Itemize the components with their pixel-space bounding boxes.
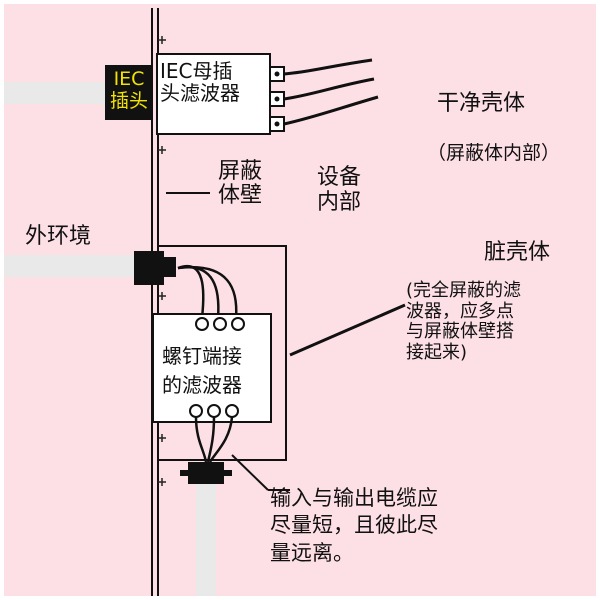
output-ferrite-bar xyxy=(180,470,232,476)
clean-housing-subtitle: （屏蔽体内部） xyxy=(427,142,561,164)
dirty-housing-pointer xyxy=(289,303,406,357)
dirty-housing-note: (完全屏蔽的滤 波器，应多点 与屏蔽体壁搭 接起来) xyxy=(406,280,522,364)
screw-filter-box xyxy=(152,313,272,423)
shield-wall-label: 屏蔽 体壁 xyxy=(218,159,263,209)
iec-socket-filter-label: IEC母插 头滤波器 xyxy=(160,59,240,106)
cable-note: 输入与输出电缆应 尽量短，且彼此尽 量远离。 xyxy=(270,486,438,565)
external-environment-label: 外环境 xyxy=(25,224,92,249)
iec-plug-label: IEC 插头 xyxy=(105,65,153,120)
cable-note-pointer xyxy=(231,454,269,491)
entry-gland-inner xyxy=(164,257,176,277)
screw-terminal-filter-label: 螺钉端接 的滤波器 xyxy=(162,344,242,397)
clean-housing-label: 干净壳体 xyxy=(437,91,526,116)
external-cable xyxy=(4,255,136,277)
output-cable xyxy=(196,484,216,596)
dirty-housing-label: 脏壳体 xyxy=(484,240,551,265)
wall-bond-marks xyxy=(158,36,166,486)
input-wires xyxy=(177,264,238,319)
iec-filter-terminals xyxy=(269,66,285,132)
entry-gland xyxy=(134,251,164,285)
iec-plug-cable xyxy=(4,82,106,104)
iec-filter-wires xyxy=(283,58,379,126)
output-wires xyxy=(194,416,234,463)
screw-filter-top-terminals xyxy=(195,317,245,331)
screw-filter-bottom-terminals xyxy=(189,404,239,418)
equipment-inside-label: 设备 内部 xyxy=(317,165,362,216)
